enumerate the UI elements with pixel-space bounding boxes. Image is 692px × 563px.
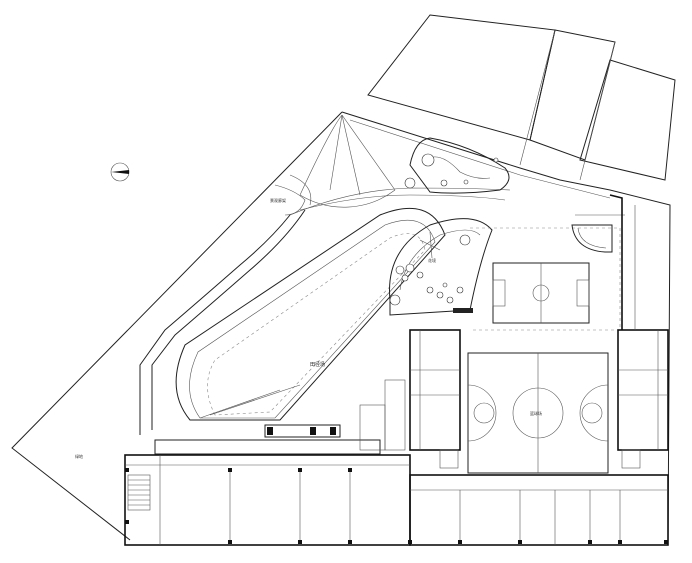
running-track-label: 田径场 xyxy=(310,361,325,368)
curved-walkway: 景观廊架 xyxy=(139,174,511,435)
columns xyxy=(125,468,668,544)
stage-planter xyxy=(154,379,406,455)
plaza-arc xyxy=(299,114,396,208)
stair-curved xyxy=(571,214,625,253)
running-track: 田径场 xyxy=(175,207,446,421)
football-field xyxy=(470,227,621,331)
building-right-block xyxy=(617,329,669,469)
top-landscape xyxy=(404,137,510,194)
corner-lot-label: 绿地 xyxy=(75,453,83,459)
basketball-court: 篮球场 xyxy=(467,352,609,474)
svg-text:花境: 花境 xyxy=(428,257,436,263)
building-bottom xyxy=(124,454,669,546)
building-right-upper xyxy=(609,194,636,330)
basketball-court-label: 篮球场 xyxy=(530,410,542,416)
svg-text:景观廊架: 景观廊架 xyxy=(270,197,286,203)
site-boundary xyxy=(11,111,671,546)
neighbor-buildings xyxy=(367,14,676,181)
central-garden: 花境 xyxy=(389,218,493,316)
building-left-block xyxy=(409,329,461,469)
north-arrow-icon xyxy=(110,162,130,182)
left-corner-lot: 绿地 xyxy=(75,453,83,459)
